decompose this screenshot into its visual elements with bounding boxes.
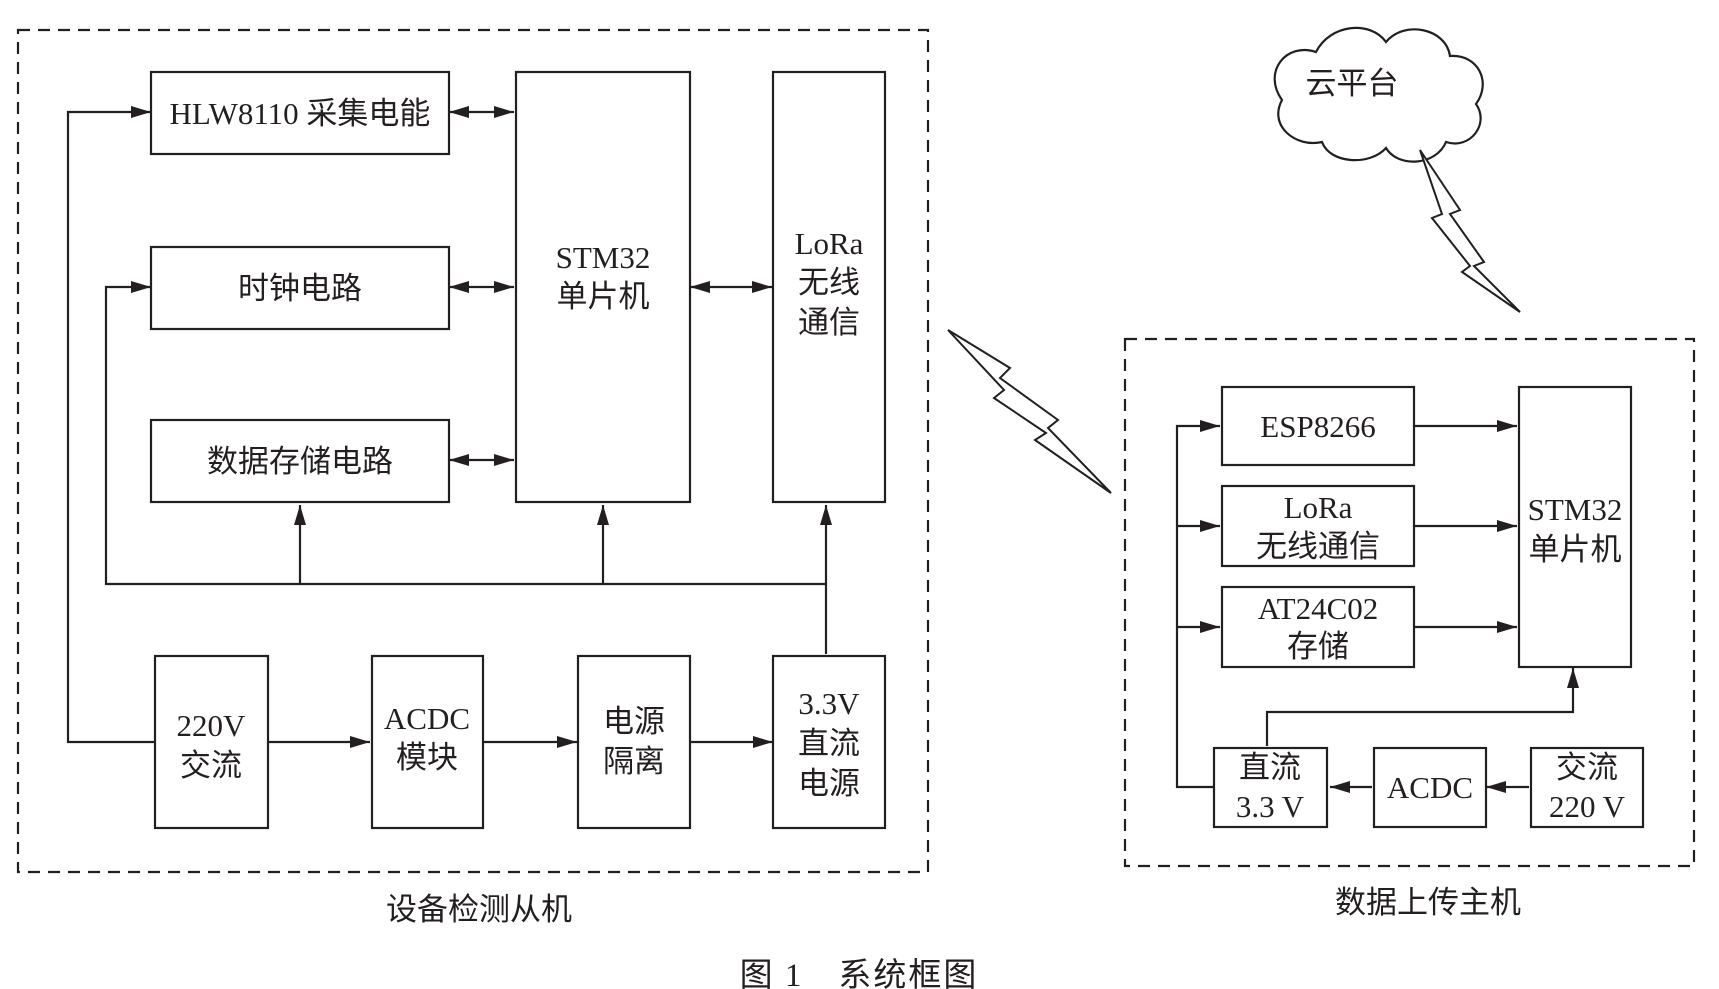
slave-dc-block — [771, 654, 887, 830]
figure-caption: 图 1 系统框图 — [740, 957, 979, 989]
at24c02-label-line2: 存储 — [1287, 629, 1349, 664]
master-ac-label-line1: 交流 — [1556, 750, 1618, 785]
master-lora-label-line2: 无线通信 — [1256, 529, 1380, 564]
master-ac-label-line2: 220 V — [1549, 789, 1626, 824]
master-acdc-label: ACDC — [1387, 770, 1473, 805]
slave-wiring — [66, 106, 832, 748]
slave-lora-label-line1: LoRa — [795, 226, 864, 261]
slave-lora-label-line2: 无线 — [798, 265, 860, 300]
slave-isolation-label-line1: 电源 — [603, 704, 665, 739]
slave-mcu-label-line1: STM32 — [556, 240, 651, 275]
master-dc-label-line1: 直流 — [1239, 750, 1301, 785]
hlw8110-label: HLW8110 采集电能 — [170, 96, 431, 131]
esp8266-block — [1220, 385, 1416, 467]
slave-isolation-label-line2: 隔离 — [603, 744, 665, 779]
cloud-link-icon — [1419, 149, 1521, 313]
cloud-icon — [1273, 26, 1484, 163]
master-dc-block — [1212, 746, 1329, 829]
slave-lora-label-line3: 通信 — [798, 305, 860, 340]
slave-dc-label-line2: 直流 — [798, 726, 860, 761]
cloud-platform-label: 云平台 — [1306, 66, 1399, 101]
slave-dc-label-line1: 3.3V — [798, 686, 860, 721]
slave-dc-label-line3: 电源 — [798, 766, 860, 801]
slave-ac-label-line1: 220V — [177, 708, 247, 743]
master-wiring — [1175, 420, 1579, 793]
master-acdc-block — [1372, 746, 1488, 829]
storage-circuit-label: 数据存储电路 — [207, 444, 393, 479]
slave-mcu-label-line2: 单片机 — [557, 279, 650, 314]
master-frame — [1123, 337, 1696, 868]
storage-circuit-block — [149, 418, 451, 504]
master-dc-label-line2: 3.3 V — [1236, 789, 1305, 824]
hlw8110-block — [149, 70, 451, 156]
wireless-link-icon — [947, 329, 1112, 494]
master-caption: 数据上传主机 — [1335, 885, 1521, 920]
slave-ac-label-line2: 交流 — [180, 748, 242, 783]
slave-isolation-block — [576, 654, 692, 830]
clock-circuit-block — [149, 245, 451, 331]
master-lora-block — [1220, 484, 1416, 568]
master-lora-label-line1: LoRa — [1284, 490, 1353, 525]
slave-frame — [16, 28, 930, 874]
slave-ac-block — [153, 654, 270, 830]
esp8266-label: ESP8266 — [1260, 409, 1375, 444]
slave-lora-block — [771, 70, 887, 504]
clock-circuit-label: 时钟电路 — [238, 271, 362, 306]
master-mcu-block — [1517, 385, 1633, 669]
at24c02-block — [1220, 585, 1416, 669]
at24c02-label-line1: AT24C02 — [1258, 591, 1379, 626]
master-ac-block — [1529, 746, 1645, 829]
slave-caption: 设备检测从机 — [386, 892, 572, 927]
slave-acdc-label-line2: 模块 — [396, 740, 458, 775]
slave-acdc-label-line1: ACDC — [384, 701, 470, 736]
master-mcu-label-line1: STM32 — [1528, 492, 1623, 527]
slave-mcu-block — [514, 70, 692, 504]
master-mcu-label-line2: 单片机 — [1529, 532, 1622, 567]
slave-acdc-block — [370, 654, 485, 830]
